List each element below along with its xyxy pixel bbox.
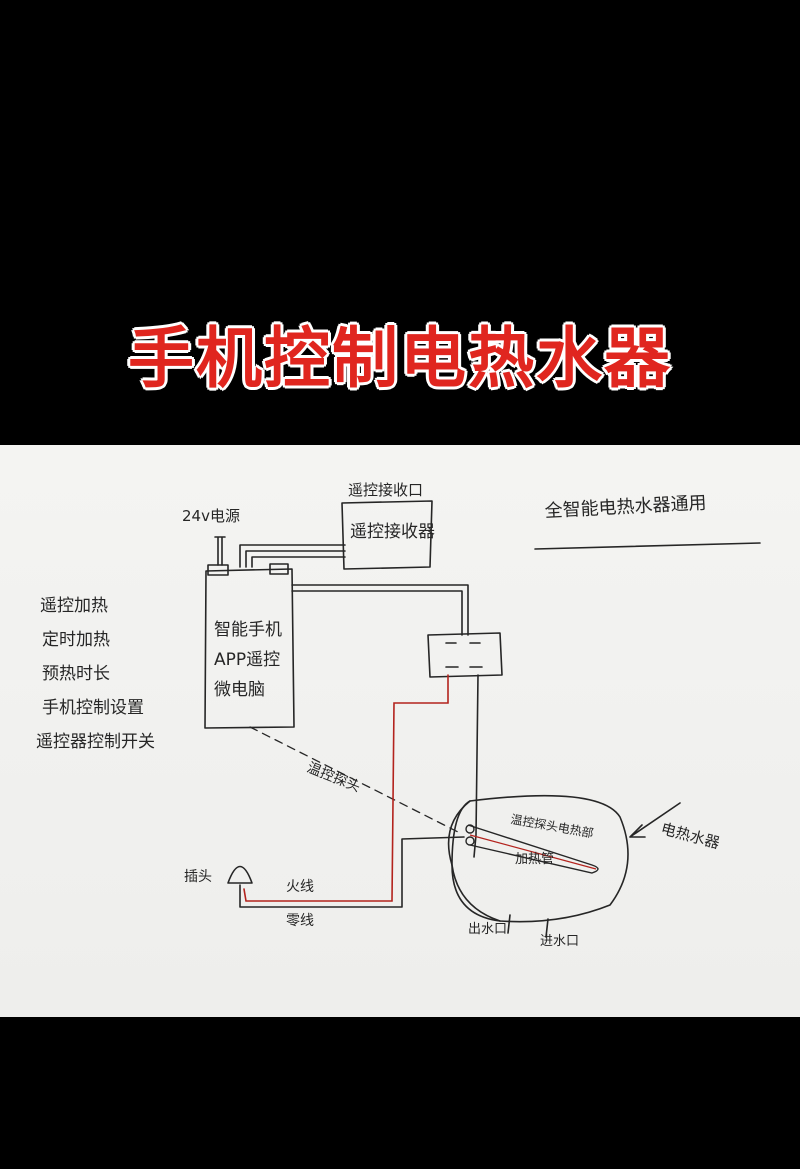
- paper-background: [0, 445, 800, 1017]
- controller-line-3: 微电脑: [214, 680, 265, 700]
- note-underline: [534, 542, 761, 550]
- feature-item: 手机控制设置: [42, 698, 144, 718]
- relay-wire: [291, 590, 463, 636]
- power-label: 24v电源: [182, 507, 240, 525]
- receiver-wire: [239, 544, 346, 568]
- live-wire-label: 火线: [286, 879, 314, 895]
- water-heater-label: 电热水器: [659, 819, 722, 852]
- feature-item: 预热时长: [42, 664, 110, 684]
- water-out-pipe: [507, 914, 511, 934]
- remote-receiver-box: [341, 500, 433, 570]
- heater-arrow: [629, 802, 681, 838]
- water-out-label: 出水口: [468, 922, 507, 937]
- remote-receiver-label: 遥控接收口: [348, 481, 423, 499]
- heating-tube-label: 加热管: [515, 852, 554, 867]
- controller-line-1: 智能手机: [214, 620, 282, 640]
- heating-tube: [467, 824, 599, 874]
- feature-item: 遥控加热: [40, 596, 108, 616]
- heating-element: [469, 834, 597, 870]
- controller-line-2: APP遥控: [214, 650, 280, 670]
- water-in-pipe: [545, 918, 549, 938]
- receiver-wire: [251, 556, 346, 568]
- power-wire: [214, 536, 226, 566]
- relay-wire: [291, 584, 469, 636]
- neutral-wire-label: 零线: [286, 913, 314, 929]
- feature-item: 遥控器控制开关: [36, 732, 155, 752]
- remote-receiver-box-text: 遥控接收器: [350, 522, 435, 542]
- receiver-wire: [245, 550, 346, 568]
- relay-heater-wire: [473, 674, 479, 858]
- feature-item: 定时加热: [42, 630, 110, 650]
- heater-inner-label: 温控探头电热部: [509, 811, 594, 840]
- water-heater-end: [447, 800, 501, 922]
- controller-box: [204, 568, 295, 729]
- plug-label: 插头: [184, 869, 212, 885]
- temp-probe-line: [249, 726, 461, 834]
- heater-terminal: [465, 836, 475, 846]
- heater-terminal: [465, 824, 475, 834]
- wiring-diagram: 24v电源 遥控接收口 遥控接收器 全智能电热水器通用 智能手机 APP遥控 微…: [36, 481, 761, 949]
- live-wire: [243, 674, 449, 902]
- neutral-wire: [239, 836, 465, 908]
- water-in-label: 进水口: [540, 934, 579, 949]
- controller-connector: [269, 563, 289, 575]
- relay-terminal: [445, 642, 483, 668]
- universal-note: 全智能电热水器通用: [544, 493, 707, 522]
- relay-box: [427, 632, 503, 678]
- temp-probe-label: 温控探头: [305, 760, 363, 796]
- plug-shape: [227, 865, 253, 884]
- page-title: 手机控制电热水器: [128, 320, 672, 397]
